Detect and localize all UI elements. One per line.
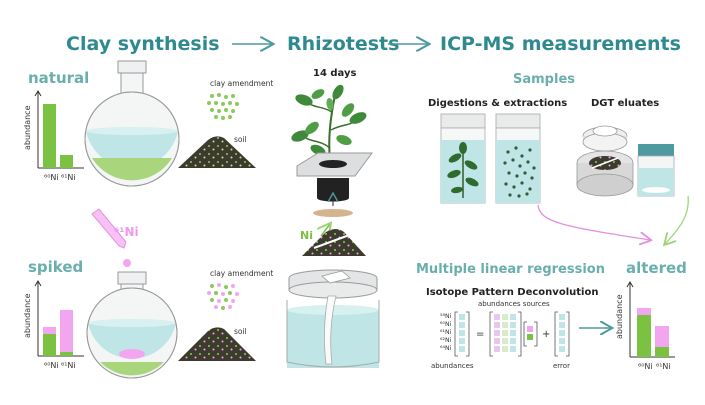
clay-amendment-label-2: clay amendment bbox=[210, 269, 273, 278]
spiked-tick-ni60: ⁶⁰Ni bbox=[44, 361, 59, 370]
altered-bar-ni60-green bbox=[637, 315, 651, 357]
dgt-vial bbox=[637, 144, 675, 197]
arrow-dgt-to-altered-green bbox=[665, 195, 689, 244]
header-clay-synthesis: Clay synthesis bbox=[66, 33, 220, 55]
natural-tick-ni60: ⁶⁰Ni bbox=[44, 173, 59, 182]
altered-abundance-chart: abundance ⁶⁰Ni ⁶¹Ni bbox=[615, 281, 675, 371]
abundances-sources-label: abundances sources bbox=[478, 300, 550, 308]
natural-label: natural bbox=[28, 69, 89, 87]
isotope-label: ⁵⁸Ni bbox=[440, 313, 452, 320]
sample-jar-plant bbox=[440, 113, 486, 204]
altered-title: altered bbox=[626, 259, 687, 277]
soil-label-2: soil bbox=[234, 327, 247, 336]
clay-amendment-dots-natural bbox=[207, 93, 239, 120]
matrix-sources bbox=[489, 311, 522, 357]
rhizo-duration: 14 days bbox=[313, 68, 357, 79]
rhizo-ni-arrow bbox=[321, 224, 330, 236]
sample-jar-soil bbox=[495, 113, 541, 204]
altered-bar-ni60-pink bbox=[637, 308, 651, 315]
rhizo-soil-pile bbox=[302, 229, 366, 256]
ipd-title: Isotope Pattern Deconvolution bbox=[426, 287, 598, 298]
altered-tick-ni61: ⁶¹Ni bbox=[656, 362, 671, 371]
plus-sign: + bbox=[542, 329, 550, 340]
plant-icon bbox=[291, 84, 367, 161]
matrix-error bbox=[554, 311, 570, 357]
altered-tick-ni60: ⁶⁰Ni bbox=[638, 362, 653, 371]
natural-abundance-chart: abundance ⁶⁰Ni ⁶¹Ni bbox=[23, 90, 84, 182]
soil-pile-natural bbox=[178, 136, 256, 168]
altered-bar-ni61-pink bbox=[655, 326, 669, 347]
spiked-abundance-chart: abundance ⁶⁰Ni ⁶¹Ni bbox=[23, 280, 84, 370]
arrow-samples-to-altered-pink bbox=[537, 204, 650, 240]
header-rhizotests: Rhizotests bbox=[287, 33, 399, 55]
spiked-flask bbox=[86, 271, 178, 379]
dgt-label: DGT eluates bbox=[591, 98, 659, 109]
header-icpms: ICP-MS measurements bbox=[440, 33, 681, 55]
matrix-coefficients bbox=[523, 321, 538, 347]
spiked-tick-ni61: ⁶¹Ni bbox=[61, 361, 76, 370]
soil-label-1: soil bbox=[234, 135, 247, 144]
isotope-labels: ⁵⁸Ni ⁶⁰Ni ⁶¹Ni ⁶²Ni ⁶⁴Ni bbox=[440, 313, 452, 352]
equals-sign: = bbox=[476, 329, 484, 340]
rhizo-membrane bbox=[313, 209, 353, 217]
natural-axis-label: abundance bbox=[23, 105, 32, 150]
abundances-label: abundances bbox=[431, 362, 474, 370]
altered-bar-ni61-green bbox=[655, 347, 669, 357]
natural-flask bbox=[84, 60, 180, 187]
spiked-bar-ni60-pink bbox=[43, 327, 56, 334]
spiked-axis-label: abundance bbox=[23, 293, 32, 338]
spiked-bar-ni61-green bbox=[60, 352, 73, 356]
digestions-label: Digestions & extractions bbox=[428, 98, 567, 109]
isotope-label: ⁶²Ni bbox=[440, 337, 452, 344]
clay-amendment-label-1: clay amendment bbox=[210, 79, 273, 88]
isotope-label: ⁶⁴Ni bbox=[440, 345, 452, 352]
samples-title: Samples bbox=[513, 72, 575, 87]
natural-bar-ni60 bbox=[43, 104, 56, 168]
spiked-label: spiked bbox=[28, 258, 83, 276]
rhizo-soil-split bbox=[313, 233, 353, 249]
rhizotest-plate bbox=[296, 152, 373, 202]
error-label: error bbox=[553, 362, 570, 370]
rhizo-ni-label: Ni bbox=[300, 229, 313, 242]
isotope-label: ⁶¹Ni bbox=[440, 329, 452, 336]
spiked-bar-ni61-pink bbox=[60, 310, 73, 352]
dgt-device bbox=[576, 125, 634, 197]
spiked-bar-ni60-green bbox=[43, 334, 56, 356]
rhizo-reservoir bbox=[286, 269, 380, 368]
soil-pile-spiked bbox=[178, 327, 256, 361]
pipette-icon bbox=[91, 208, 131, 267]
clay-amendment-dots-spiked bbox=[207, 283, 239, 310]
spike-isotope-label: ⁶¹Ni bbox=[114, 225, 139, 239]
mlr-title: Multiple linear regression bbox=[416, 262, 605, 277]
altered-axis-label: abundance bbox=[615, 294, 624, 339]
natural-tick-ni61: ⁶¹Ni bbox=[61, 173, 76, 182]
natural-bar-ni61 bbox=[60, 155, 73, 168]
isotope-label: ⁶⁰Ni bbox=[440, 321, 452, 328]
matrix-abundances bbox=[454, 311, 470, 357]
